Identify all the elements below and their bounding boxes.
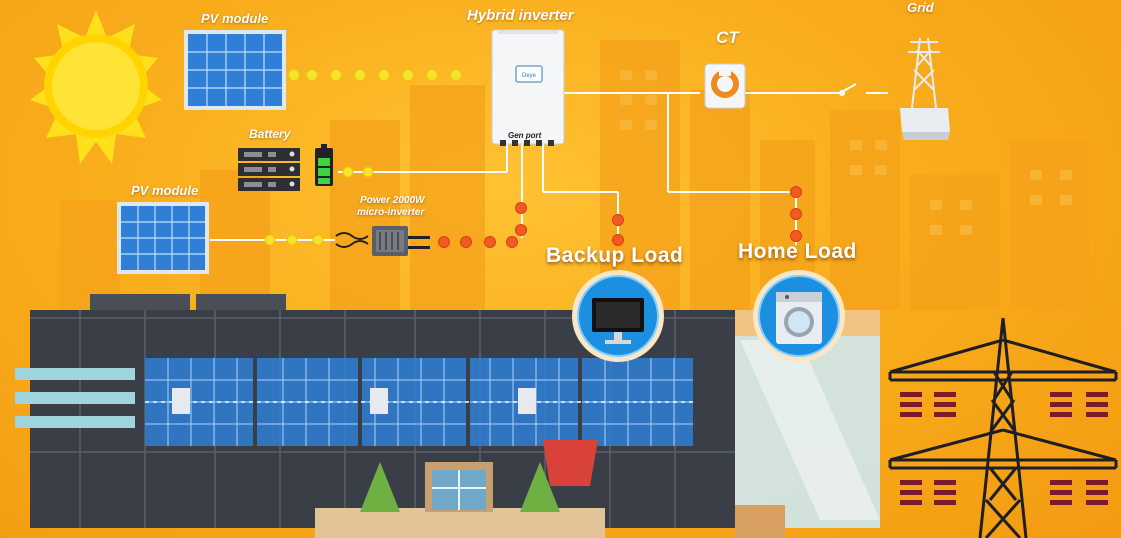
ac-link-home [790, 186, 802, 242]
grid-label: Grid [907, 0, 934, 15]
sun-icon [30, 10, 162, 164]
battery-pack [238, 148, 300, 191]
pv-module-left-label: PV module [131, 183, 199, 198]
ac-link-micro [438, 202, 527, 248]
pv-module-left [117, 202, 209, 274]
backup-load-label: Backup Load [546, 244, 684, 267]
pv-module-top [184, 30, 286, 110]
home-load-label: Home Load [738, 240, 857, 263]
washing-machine-icon [776, 292, 822, 344]
ct-label: CT [716, 28, 739, 47]
facade-solar-panels [145, 358, 693, 446]
grid-tower-icon [900, 37, 950, 140]
micro-inverter-label-line1: Power 2000W [360, 195, 425, 206]
ac-link-backup [612, 214, 624, 246]
pylon-insulators [900, 392, 1108, 505]
gen-port-label: Gen port [508, 131, 542, 140]
micro-inverter-label-line2: micro-inverter [357, 207, 425, 218]
battery-charge-icon [315, 144, 333, 186]
pv-module-top-label: PV module [201, 11, 269, 26]
micro-inverter-unit [335, 226, 430, 256]
hybrid-inverter-label: Hybrid inverter [467, 7, 574, 24]
skyline-windows [620, 70, 1072, 235]
switch-contact [839, 90, 845, 96]
battery-label: Battery [249, 127, 291, 141]
building-ground-details [315, 440, 785, 538]
dc-link-battery [342, 166, 374, 178]
monitor-icon [592, 298, 644, 344]
ct-sensor [704, 63, 746, 109]
wires [210, 83, 888, 245]
home-load-badge [753, 270, 845, 362]
svg-text:Deye: Deye [522, 73, 537, 79]
dc-link-left [264, 234, 324, 246]
hybrid-inverter-unit: Deye [491, 29, 565, 146]
dc-link-top [288, 69, 462, 81]
transmission-pylon-icon [888, 317, 1118, 538]
backup-load-badge [572, 270, 664, 362]
